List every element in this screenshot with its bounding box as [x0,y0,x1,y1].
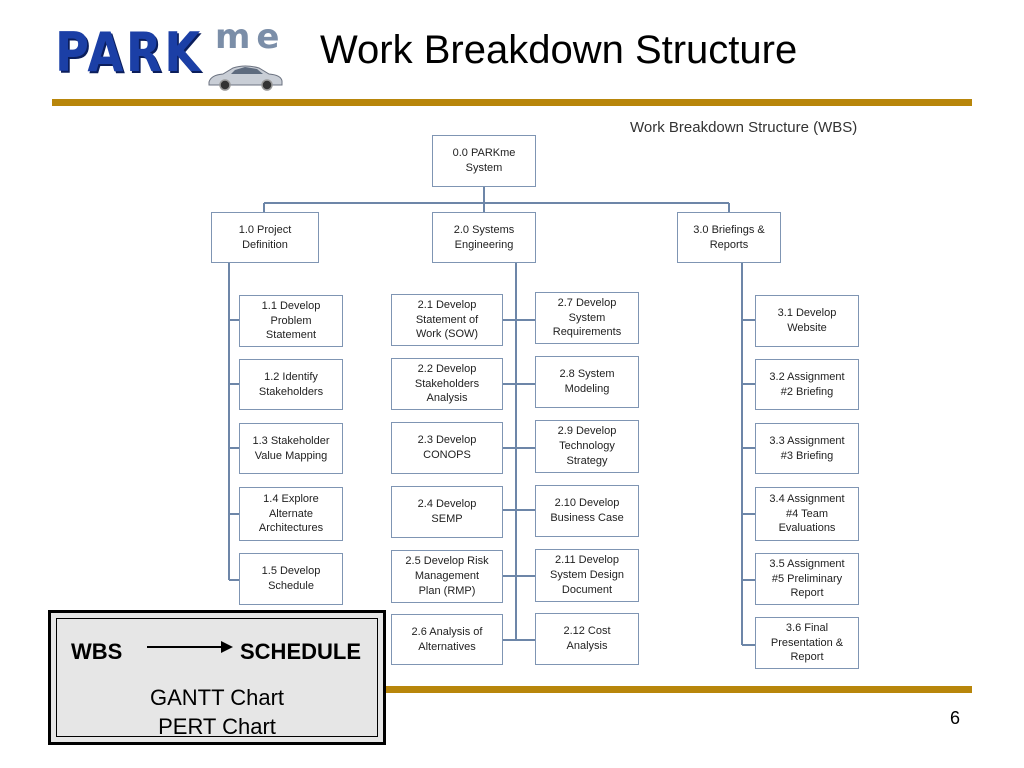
wbs-item-1-2: 1.2 Identify Stakeholders [239,359,343,410]
wbs-item-2-4: 2.4 Develop SEMP [391,486,503,538]
callout-pert-label: PERT Chart [158,714,276,739]
wbs-item-3-2: 3.2 Assignment #2 Briefing [755,359,859,410]
wbs-item-1-4: 1.4 Explore Alternate Architectures [239,487,343,541]
wbs-item-3-5: 3.5 Assignment #5 Preliminary Report [755,553,859,605]
wbs-item-2-6: 2.6 Analysis of Alternatives [391,614,503,665]
wbs-branch-1-node: 1.0 Project Definition [211,212,319,263]
wbs-item-3-3: 3.3 Assignment #3 Briefing [755,423,859,474]
wbs-item-2-1: 2.1 Develop Statement of Work (SOW) [391,294,503,346]
callout-to-label: SCHEDULE [240,639,362,664]
wbs-item-1-3: 1.3 Stakeholder Value Mapping [239,423,343,474]
wbs-item-2-3: 2.3 Develop CONOPS [391,422,503,474]
top-divider [52,99,972,106]
wbs-item-1-1: 1.1 Develop Problem Statement [239,295,343,347]
wbs-item-2-11: 2.11 Develop System Design Document [535,549,639,602]
wbs-item-2-10: 2.10 Develop Business Case [535,485,639,537]
right-arrow-icon [147,641,233,653]
logo-sup-text: me [215,17,286,57]
car-icon [208,65,283,91]
slide-title: Work Breakdown Structure [320,28,798,72]
wbs-item-2-2: 2.2 Develop Stakeholders Analysis [391,358,503,410]
wbs-branch-3-node: 3.0 Briefings & Reports [677,212,781,263]
logo-main-text: PARK [55,21,203,84]
wbs-item-2-7: 2.7 Develop System Requirements [535,292,639,344]
callout-inner-border: WBS SCHEDULE GANTT Chart PERT Chart [56,618,378,739]
parkme-logo: PARK me [55,18,285,96]
bottom-divider [52,686,972,693]
wbs-branch-2-node: 2.0 Systems Engineering [432,212,536,263]
wbs-item-3-1: 3.1 Develop Website [755,295,859,347]
page-number: 6 [950,708,961,728]
wbs-item-3-4: 3.4 Assignment #4 Team Evaluations [755,487,859,541]
wbs-item-3-6: 3.6 Final Presentation & Report [755,617,859,669]
wbs-root-node: 0.0 PARKme System [432,135,536,187]
wbs-to-schedule-callout: WBS SCHEDULE GANTT Chart PERT Chart [48,610,386,745]
callout-from-label: WBS [71,639,123,664]
wbs-item-2-5: 2.5 Develop Risk Management Plan (RMP) [391,550,503,603]
wbs-item-2-12: 2.12 Cost Analysis [535,613,639,665]
wbs-item-2-9: 2.9 Develop Technology Strategy [535,420,639,473]
wbs-item-2-8: 2.8 System Modeling [535,356,639,408]
wbs-item-1-5: 1.5 Develop Schedule [239,553,343,605]
diagram-caption: Work Breakdown Structure (WBS) [630,119,858,136]
callout-gantt-label: GANTT Chart [149,685,285,710]
